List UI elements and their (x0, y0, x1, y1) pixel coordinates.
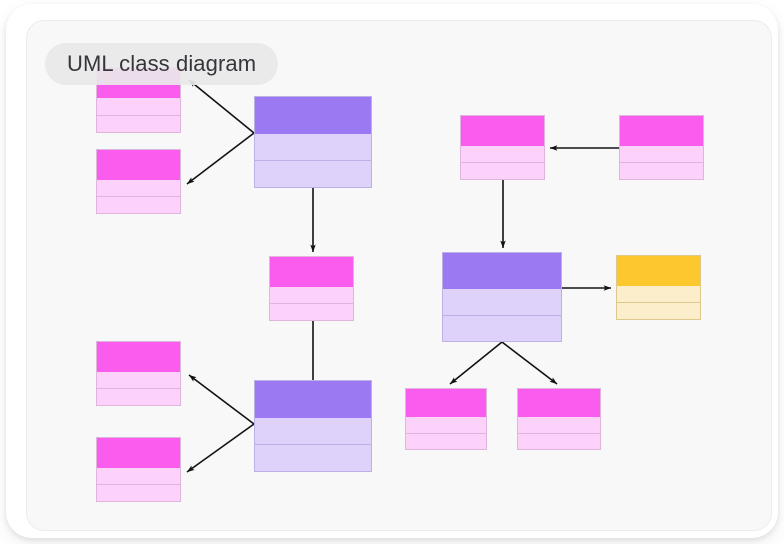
class-box-header (97, 438, 180, 468)
class-box-layer (27, 21, 771, 530)
class-box-top-right-inner[interactable] (460, 115, 545, 180)
class-box-method-row (461, 163, 544, 179)
page-title: UML class diagram (67, 51, 257, 76)
class-box-method-row (620, 163, 703, 179)
class-box-attribute-row (97, 372, 180, 389)
class-box-attribute-row (518, 417, 600, 434)
class-box-method-row (406, 433, 486, 449)
class-box-attribute-row (443, 289, 561, 316)
class-box-header (270, 257, 353, 287)
diagram-canvas[interactable]: UML class diagram (26, 20, 772, 531)
class-box-attribute-row (97, 180, 180, 197)
class-box-method-row (270, 304, 353, 320)
class-box-header (406, 389, 486, 417)
class-box-header (620, 116, 703, 146)
class-box-bottom-right-right[interactable] (517, 388, 601, 450)
class-box-header (443, 253, 561, 289)
class-box-method-row (97, 485, 180, 501)
class-box-attribute-row (620, 146, 703, 163)
class-box-header (97, 342, 180, 372)
class-box-method-row (255, 445, 371, 471)
class-box-attribute-row (461, 146, 544, 163)
class-box-method-row (443, 315, 561, 341)
class-box-top-right-outer[interactable] (619, 115, 704, 180)
class-box-method-row (255, 161, 371, 187)
class-box-method-row (97, 389, 180, 405)
class-box-center-middle[interactable] (269, 256, 354, 321)
diagram-card: UML class diagram (6, 4, 778, 538)
class-box-header (461, 116, 544, 146)
class-box-header (255, 97, 371, 134)
class-box-method-row (518, 433, 600, 449)
class-box-header (255, 381, 371, 418)
class-box-bottom-left-lower[interactable] (96, 437, 181, 502)
class-box-bottom-center[interactable] (254, 380, 372, 472)
class-box-method-row (617, 303, 700, 319)
class-box-attribute-row (97, 468, 180, 485)
class-box-attribute-row (406, 417, 486, 434)
class-box-attribute-row (255, 418, 371, 445)
class-box-header (617, 256, 700, 286)
class-box-header (518, 389, 600, 417)
class-box-attribute-row (270, 287, 353, 304)
class-box-attribute-row (255, 134, 371, 161)
class-box-bottom-right-left[interactable] (405, 388, 487, 450)
class-box-header (97, 150, 180, 180)
class-box-top-center[interactable] (254, 96, 372, 188)
class-box-method-row (97, 115, 180, 132)
class-box-bottom-left-upper[interactable] (96, 341, 181, 406)
class-box-attribute-row (617, 286, 700, 303)
class-box-method-row (97, 197, 180, 213)
class-box-attribute-row (97, 98, 180, 116)
diagram-title-pill[interactable]: UML class diagram (45, 43, 279, 85)
class-box-top-left-lower[interactable] (96, 149, 181, 214)
class-box-right-far[interactable] (616, 255, 701, 320)
class-box-right-center[interactable] (442, 252, 562, 342)
